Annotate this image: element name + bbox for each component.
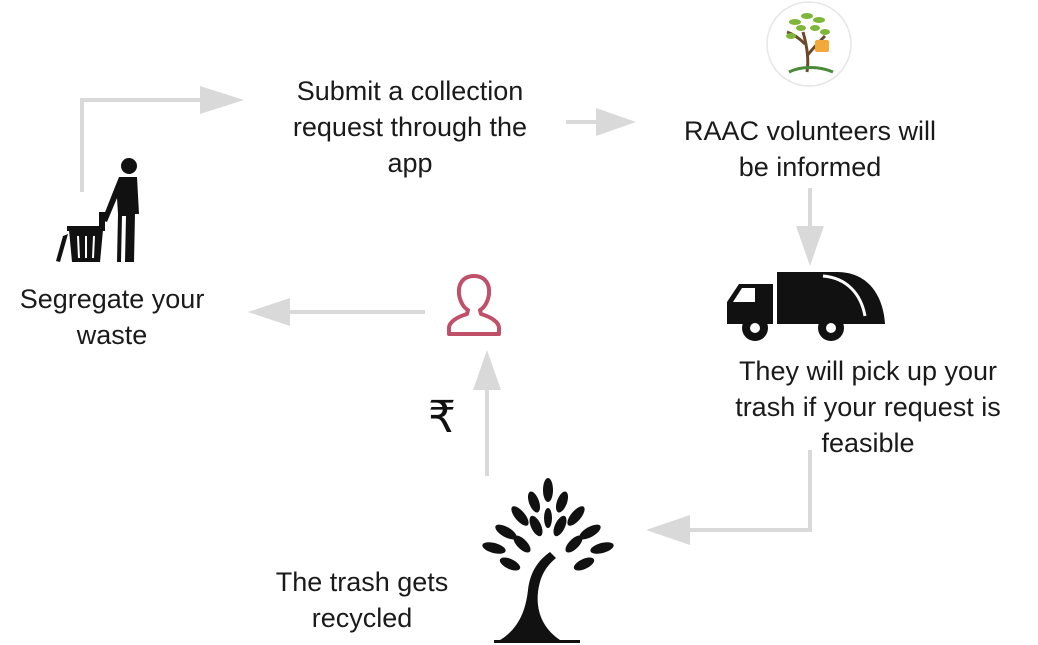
label-submit-request: Submit a collection request through the … xyxy=(292,76,528,178)
tree-icon xyxy=(482,478,614,643)
rupee-symbol: ₹ xyxy=(428,392,456,443)
user-outline-icon xyxy=(447,274,501,336)
garbage-truck-icon xyxy=(727,272,885,341)
label-trash-recycled: The trash gets recycled xyxy=(275,567,449,633)
raac-tree-logo xyxy=(766,1,852,87)
arrow-segregate-to-submit xyxy=(80,98,208,192)
label-volunteers-informed: RAAC volunteers will be informed xyxy=(683,116,937,182)
arrow-pickup-to-recycled xyxy=(686,450,812,532)
label-segregate-waste: Segregate your waste xyxy=(19,284,205,350)
label-pickup-trash: They will pick up your trash if your req… xyxy=(735,356,1001,458)
person-dumping-trash-icon xyxy=(56,158,139,262)
